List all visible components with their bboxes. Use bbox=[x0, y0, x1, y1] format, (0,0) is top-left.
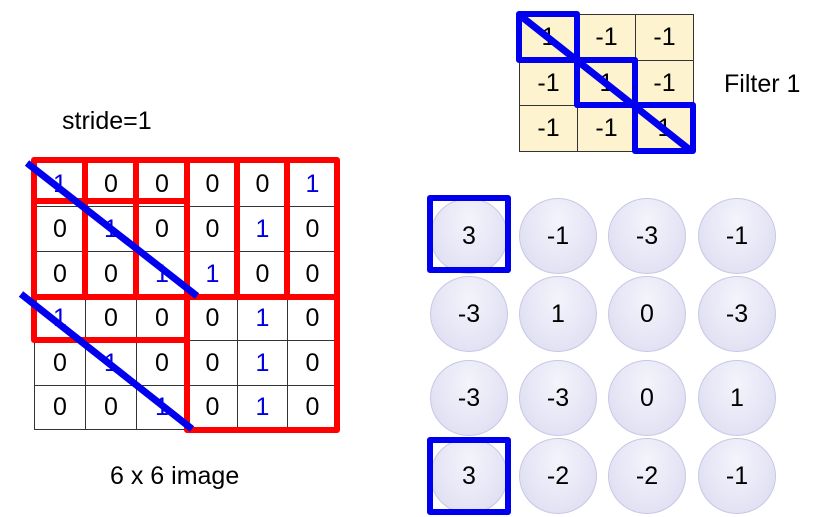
image-cell: 0 bbox=[34, 340, 86, 386]
image-cell: 1 bbox=[136, 251, 188, 297]
filter-label: Filter 1 bbox=[724, 70, 801, 98]
filter-cell: -1 bbox=[577, 105, 636, 152]
image-cell: 0 bbox=[187, 162, 238, 207]
image-cell: 0 bbox=[187, 296, 238, 341]
output-value: -2 bbox=[608, 438, 686, 514]
image-cell: 1 bbox=[237, 206, 288, 252]
image-cell: 0 bbox=[187, 385, 238, 430]
output-value: -3 bbox=[430, 360, 508, 436]
image-cell: 0 bbox=[136, 162, 188, 207]
image-cell: 0 bbox=[34, 385, 86, 430]
image-cell: 1 bbox=[34, 296, 86, 341]
image-cell: 1 bbox=[136, 385, 188, 430]
filter-cell: 1 bbox=[635, 105, 694, 152]
output-value: -1 bbox=[698, 198, 776, 274]
output-value: -1 bbox=[519, 198, 597, 274]
image-cell: 1 bbox=[287, 162, 338, 207]
output-value: 1 bbox=[519, 276, 597, 352]
output-value: 3 bbox=[430, 438, 508, 514]
image-cell: 0 bbox=[85, 296, 137, 341]
image-cell: 0 bbox=[85, 162, 137, 207]
image-cell: 0 bbox=[287, 385, 338, 430]
image-cell: 0 bbox=[287, 340, 338, 386]
stride-label: stride=1 bbox=[62, 107, 152, 135]
filter-cell: -1 bbox=[519, 105, 578, 152]
image-cell: 1 bbox=[237, 296, 288, 341]
output-value: -1 bbox=[698, 438, 776, 514]
output-value: 0 bbox=[608, 276, 686, 352]
image-cell: 0 bbox=[136, 340, 188, 386]
filter-cell: 1 bbox=[577, 60, 636, 106]
image-cell: 0 bbox=[34, 206, 86, 252]
output-value: 0 bbox=[608, 360, 686, 436]
output-value: -3 bbox=[430, 276, 508, 352]
image-caption: 6 x 6 image bbox=[110, 462, 240, 490]
output-value: -3 bbox=[608, 198, 686, 274]
output-value: -3 bbox=[698, 276, 776, 352]
filter-cell: -1 bbox=[519, 60, 578, 106]
image-cell: 1 bbox=[237, 385, 288, 430]
image-cell: 0 bbox=[237, 162, 288, 207]
image-cell: 0 bbox=[85, 385, 137, 430]
image-cell: 0 bbox=[287, 251, 338, 297]
filter-cell: -1 bbox=[635, 60, 694, 106]
image-cell: 0 bbox=[187, 206, 238, 252]
image-cell: 0 bbox=[136, 296, 188, 341]
image-cell: 0 bbox=[34, 251, 86, 297]
output-value: -3 bbox=[519, 360, 597, 436]
image-cell: 0 bbox=[187, 340, 238, 386]
filter-cell: -1 bbox=[577, 14, 636, 61]
image-cell: 0 bbox=[85, 251, 137, 297]
image-cell: 1 bbox=[237, 340, 288, 386]
output-value: 1 bbox=[698, 360, 776, 436]
filter-cell: 1 bbox=[519, 14, 578, 61]
image-cell: 1 bbox=[85, 340, 137, 386]
image-cell: 0 bbox=[237, 251, 288, 297]
image-cell: 0 bbox=[136, 206, 188, 252]
image-cell: 1 bbox=[187, 251, 238, 297]
image-cell: 0 bbox=[287, 206, 338, 252]
image-cell: 1 bbox=[85, 206, 137, 252]
image-cell: 0 bbox=[287, 296, 338, 341]
image-cell: 1 bbox=[34, 162, 86, 207]
filter-cell: -1 bbox=[635, 14, 694, 61]
output-value: 3 bbox=[430, 198, 508, 274]
output-value: -2 bbox=[519, 438, 597, 514]
